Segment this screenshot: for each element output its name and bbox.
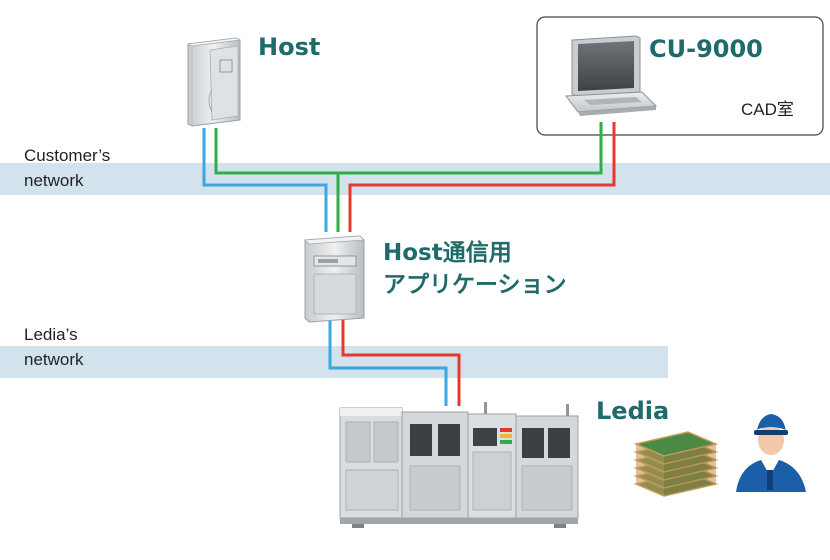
- laptop-icon: [565, 35, 658, 116]
- connection-lines: [202, 122, 616, 406]
- red-line-ledia: [341, 318, 461, 406]
- pcb-stack-icon: [633, 431, 719, 497]
- ledia-network-band: [0, 346, 668, 378]
- host-app-label-line2: アプリケーション: [383, 272, 567, 298]
- ledia-label: Ledia: [596, 397, 670, 425]
- blue-line-ledia: [328, 318, 448, 406]
- host-label: Host: [258, 33, 321, 61]
- red-line-cu: [348, 122, 616, 232]
- blue-line-host: [202, 128, 328, 232]
- customer-network-label-line1: Customer’s: [24, 146, 111, 165]
- machine-icon: [339, 402, 579, 528]
- customer-network-band: [0, 163, 830, 195]
- customer-network-label-line2: network: [24, 171, 84, 190]
- cad-room-label: CAD室: [741, 100, 794, 119]
- host-app-label-line1: Host通信用: [383, 240, 512, 266]
- server-icon: [186, 37, 242, 127]
- worker-icon: [736, 414, 806, 492]
- green-line-cu: [338, 122, 603, 175]
- ledia-network-label-line2: network: [24, 350, 84, 369]
- green-line-host: [214, 128, 340, 232]
- ledia-network-label-line1: Ledia’s: [24, 325, 78, 344]
- cu9000-label: CU-9000: [649, 35, 763, 63]
- server-small-icon: [304, 235, 365, 323]
